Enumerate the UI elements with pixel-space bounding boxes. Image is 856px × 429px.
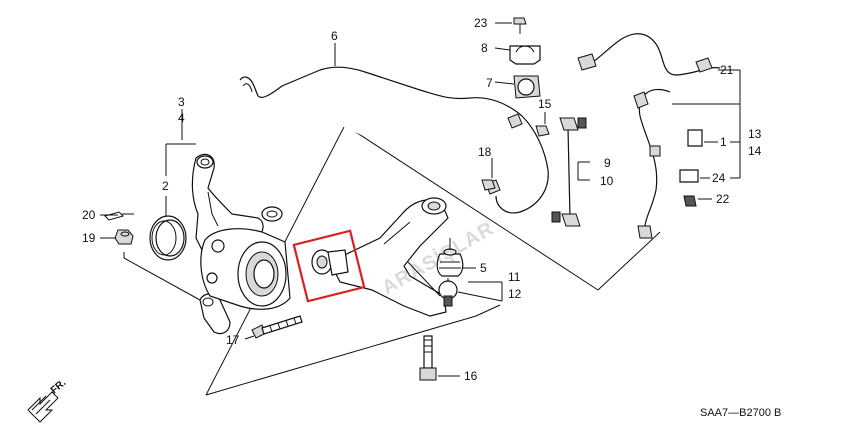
label-4: 4	[178, 111, 185, 125]
label-15: 15	[538, 97, 552, 111]
label-17: 17	[226, 333, 240, 347]
bolt-23[interactable]	[513, 17, 527, 34]
diagram-code: SAA7—B2700 B	[700, 407, 781, 419]
label-19: 19	[82, 231, 96, 245]
stabilizer-bracket[interactable]	[509, 45, 541, 65]
ball-joint[interactable]	[438, 278, 458, 307]
label-3: 3	[178, 95, 185, 109]
label-12: 12	[508, 287, 522, 301]
label-16: 16	[464, 369, 478, 383]
label-6: 6	[331, 29, 338, 43]
label-20: 20	[82, 208, 96, 222]
abs-sensor-wire[interactable]	[577, 33, 721, 239]
part-labels: 6 23 8 7 15 18 9 10 3 4 2 20 19 17 5 11 …	[82, 16, 762, 383]
hex-nut[interactable]	[114, 229, 134, 245]
arm-bushing[interactable]	[311, 249, 349, 276]
label-2: 2	[162, 179, 169, 193]
front-direction-arrow: FR.	[27, 377, 68, 423]
dust-seal[interactable]	[149, 215, 187, 261]
flange-bolt-17[interactable]	[251, 315, 303, 339]
stabilizer-link[interactable]	[551, 117, 587, 227]
cotter-pin[interactable]	[104, 211, 134, 221]
label-11: 11	[508, 270, 521, 284]
label-5: 5	[480, 261, 487, 275]
stabilizer-bar[interactable]	[239, 66, 549, 214]
label-23: 23	[474, 16, 488, 30]
label-9: 9	[604, 156, 611, 170]
stabilizer-bushing[interactable]	[513, 75, 541, 99]
label-24: 24	[712, 171, 726, 185]
leader-lines	[100, 22, 741, 377]
label-21: 21	[720, 63, 734, 77]
label-18: 18	[478, 145, 492, 159]
hub-bearing[interactable]	[200, 228, 291, 310]
lower-arm[interactable]	[329, 197, 449, 317]
label-10: 10	[600, 174, 614, 188]
ball-joint-boot[interactable]	[436, 238, 464, 277]
label-13: 13	[748, 127, 762, 141]
label-7: 7	[486, 76, 493, 90]
label-1: 1	[720, 135, 727, 149]
nut-15[interactable]	[535, 125, 550, 137]
highlight-box[interactable]	[292, 229, 366, 303]
label-8: 8	[481, 41, 488, 55]
nut-18[interactable]	[481, 179, 496, 191]
label-22: 22	[716, 192, 730, 206]
label-14: 14	[748, 144, 762, 158]
long-bolt-16[interactable]	[419, 335, 437, 381]
